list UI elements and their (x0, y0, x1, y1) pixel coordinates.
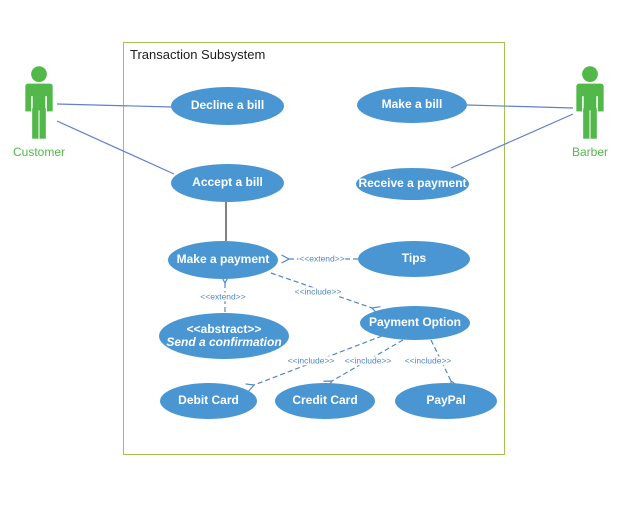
usecase-receive-a-payment[interactable]: Receive a payment (356, 168, 469, 200)
usecase-debit-card[interactable]: Debit Card (160, 383, 257, 419)
usecase-make-a-payment[interactable]: Make a payment (168, 241, 278, 279)
include-label-debit-card: <<include>> (286, 355, 336, 366)
usecase-label: Make a payment (176, 252, 270, 267)
usecase-label: Payment Option (368, 315, 461, 330)
usecase-label: Send a confirmation (166, 335, 282, 349)
usecase-label: Debit Card (178, 393, 239, 408)
association-customer-accept-a-bill[interactable] (56, 120, 175, 175)
usecase-label: Decline a bill (190, 98, 265, 113)
usecase-tips[interactable]: Tips (358, 241, 470, 277)
extend-label-tips: <<extend>> (298, 253, 346, 264)
usecase-label: PayPal (426, 393, 466, 408)
usecase-payment-option[interactable]: Payment Option (360, 306, 470, 340)
association-receive-a-payment-barber[interactable] (450, 113, 574, 169)
usecase-label: Receive a payment (358, 176, 467, 191)
association-make-a-bill-barber[interactable] (466, 104, 574, 109)
actor-label: Customer (12, 145, 65, 159)
include-label-payment-option: <<include>> (293, 286, 343, 297)
actor-customer[interactable]: Customer (7, 65, 71, 159)
association-customer-decline-a-bill[interactable] (56, 103, 173, 108)
person-icon (576, 66, 604, 139)
usecase-accept-a-bill[interactable]: Accept a bill (171, 164, 284, 202)
usecase-stereotype: <<abstract>> (186, 321, 262, 336)
usecase-credit-card[interactable]: Credit Card (275, 383, 375, 419)
usecase-paypal[interactable]: PayPal (395, 383, 497, 419)
usecase-label: Accept a bill (192, 175, 263, 190)
usecase-make-a-bill[interactable]: Make a bill (357, 87, 467, 123)
actor-label: Barber (571, 145, 609, 159)
include-make-a-payment-payment-option[interactable] (270, 272, 381, 315)
subsystem-boundary[interactable] (123, 42, 505, 455)
include-label-paypal: <<include>> (403, 355, 453, 366)
include-label-credit-card: <<include>> (343, 355, 393, 366)
usecase-label: Tips (401, 251, 427, 266)
actor-barber[interactable]: Barber (558, 65, 622, 159)
usecase-label: Make a bill (381, 97, 443, 112)
subsystem-title: Transaction Subsystem (130, 47, 266, 62)
usecase-label: Credit Card (292, 393, 358, 408)
usecase-decline-a-bill[interactable]: Decline a bill (171, 87, 284, 125)
person-icon (25, 66, 53, 139)
extend-label-confirmation: <<extend>> (199, 291, 247, 302)
usecase-send-a-confirmation[interactable]: <<abstract>> Send a confirmation (159, 313, 289, 359)
